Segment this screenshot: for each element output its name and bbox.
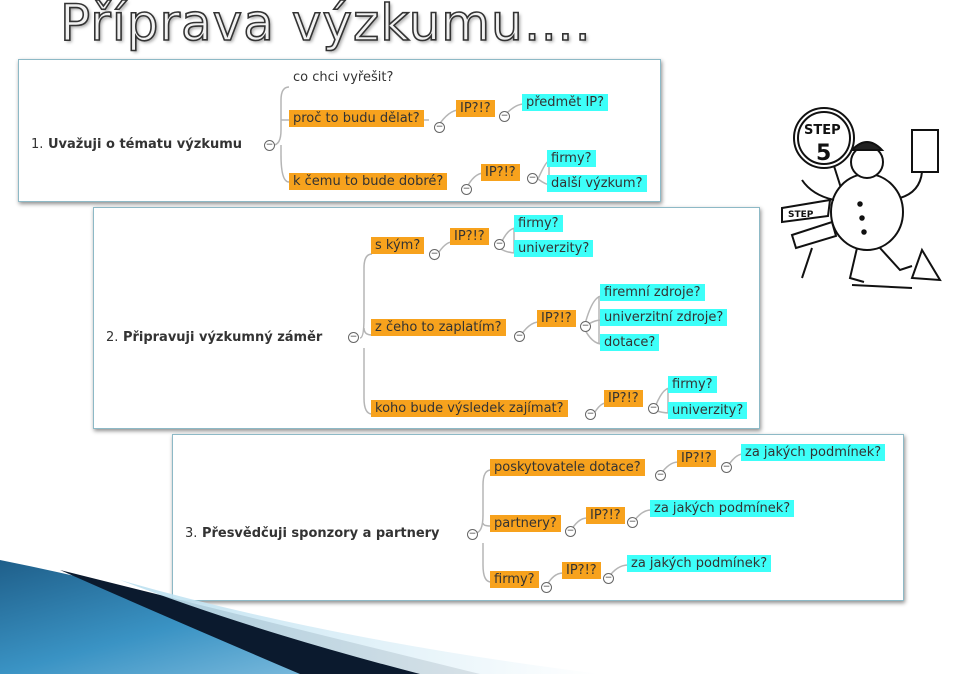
leaf-node: univerzity? xyxy=(514,240,594,257)
branch-node: poskytovatele dotace? xyxy=(490,459,645,476)
collapse-toggle[interactable] xyxy=(721,462,732,473)
collapse-toggle[interactable] xyxy=(494,239,505,250)
root-label: Uvažuji o tématu výzkumu xyxy=(47,137,243,152)
collapse-toggle[interactable] xyxy=(348,332,359,343)
leaf-node: za jakých podmínek? xyxy=(627,555,772,572)
collapse-toggle[interactable] xyxy=(627,517,638,528)
root-node-1: 1. Uvažuji o tématu výzkumu xyxy=(31,136,242,153)
branch-node: k čemu to bude dobré? xyxy=(289,173,448,190)
leaf-node: dotace? xyxy=(600,334,660,351)
collapse-toggle[interactable] xyxy=(461,184,472,195)
ip-node: IP?!? xyxy=(586,507,625,524)
ip-node: IP?!? xyxy=(677,450,716,467)
leaf-node: předmět IP? xyxy=(522,94,609,111)
leaf-node: za jakých podmínek? xyxy=(650,500,795,517)
leaf-node: firmy? xyxy=(547,150,596,167)
branch-node: z čeho to zaplatím? xyxy=(371,319,506,336)
root-label: Přesvědčuji sponzory a partnery xyxy=(201,526,440,541)
ip-node: IP?!? xyxy=(481,164,520,181)
collapse-toggle[interactable] xyxy=(499,111,510,122)
leaf-node: univerzitní zdroje? xyxy=(600,309,728,326)
root-label: Připravuji výzkumný záměr xyxy=(122,330,323,345)
collapse-toggle[interactable] xyxy=(541,582,552,593)
branch-node: koho bude výsledek zajímat? xyxy=(371,400,568,417)
mindmap-panel-1: 1. Uvažuji o tématu výzkumu co chci vyře… xyxy=(18,59,661,202)
leaf-node: firemní zdroje? xyxy=(600,284,705,301)
ip-node: IP?!? xyxy=(450,228,489,245)
ip-node: IP?!? xyxy=(456,100,495,117)
root-number: 2. xyxy=(106,330,119,345)
leaf-node: firmy? xyxy=(668,376,717,393)
branch-node: co chci vyřešit? xyxy=(293,70,394,85)
collapse-toggle[interactable] xyxy=(655,470,666,481)
leaf-node: další výzkum? xyxy=(547,175,647,192)
root-number: 1. xyxy=(31,137,44,152)
collapse-toggle[interactable] xyxy=(429,249,440,260)
collapse-toggle[interactable] xyxy=(514,331,525,342)
mindmap-panel-3: 3. Přesvědčuji sponzory a partnery posky… xyxy=(172,434,904,601)
collapse-toggle[interactable] xyxy=(527,173,538,184)
collapse-toggle[interactable] xyxy=(648,403,659,414)
ip-node: IP?!? xyxy=(604,390,643,407)
collapse-toggle[interactable] xyxy=(467,529,478,540)
mindmap-panel-2: 2. Připravuji výzkumný záměr s kým? z če… xyxy=(93,207,760,429)
small-sign-label: STEP xyxy=(788,210,814,220)
branch-node: proč to budu dělat? xyxy=(289,110,424,127)
leaf-node: firmy? xyxy=(514,215,563,232)
sign-label: STEP xyxy=(804,123,841,138)
root-node-2: 2. Připravuji výzkumný záměr xyxy=(106,329,322,346)
branch-node: partnery? xyxy=(490,515,561,532)
collapse-toggle[interactable] xyxy=(264,140,275,151)
collapse-toggle[interactable] xyxy=(565,526,576,537)
collapse-toggle[interactable] xyxy=(585,409,596,420)
sign-number: 5 xyxy=(816,141,831,166)
ip-node: IP?!? xyxy=(537,310,576,327)
collapse-toggle[interactable] xyxy=(580,321,591,332)
collapse-toggle[interactable] xyxy=(434,122,445,133)
branch-node: firmy? xyxy=(490,571,539,588)
root-number: 3. xyxy=(185,526,198,541)
step-5-clipart: STEP 5 STEP xyxy=(781,107,942,289)
decorative-wave xyxy=(0,560,600,674)
leaf-node: za jakých podmínek? xyxy=(741,444,886,461)
ip-node: IP?!? xyxy=(562,562,601,579)
leaf-node: univerzity? xyxy=(668,402,748,419)
slide-title: Příprava výzkumu…. xyxy=(59,0,592,53)
branch-node: s kým? xyxy=(371,237,425,254)
root-node-3: 3. Přesvědčuji sponzory a partnery xyxy=(185,525,440,542)
collapse-toggle[interactable] xyxy=(603,573,614,584)
